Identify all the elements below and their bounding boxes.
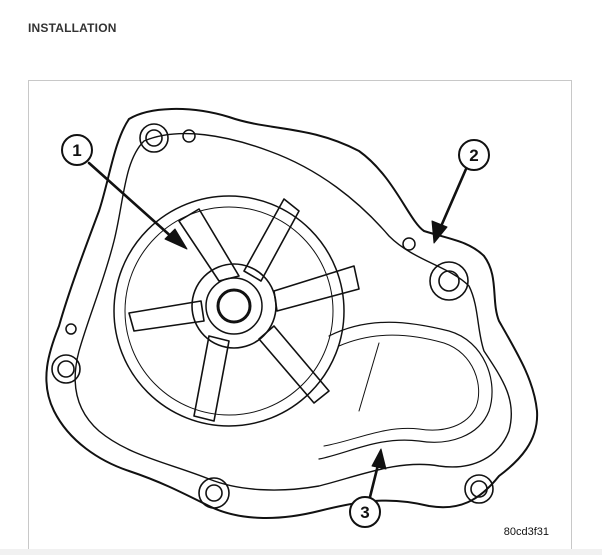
section-heading: INSTALLATION	[28, 21, 117, 35]
bolt-hole-top-left	[139, 123, 169, 153]
impeller-bore-inner	[124, 206, 334, 416]
callout-2: 2	[431, 139, 490, 244]
gasket-outline	[74, 132, 513, 491]
impeller-hub-shaft	[216, 288, 252, 324]
callout-3: 3	[349, 448, 387, 528]
impeller-bore-outer	[113, 195, 345, 427]
dowel-top	[182, 129, 196, 143]
impeller-hub-mid	[205, 277, 263, 335]
channel-seam	[358, 342, 380, 412]
bottom-scroll-strip	[0, 549, 602, 555]
bolt-hole-right	[429, 261, 469, 301]
bolt-hole-left	[51, 354, 81, 384]
water-pump-drawing: 1 2 3	[45, 107, 539, 528]
callout-1: 1	[61, 134, 188, 250]
water-pump-illustration: 1 2 3 80cd3f31	[28, 80, 572, 554]
bolt-hole-bottom-right	[464, 474, 494, 504]
outlet-channel	[318, 321, 493, 460]
figure-id-label: 80cd3f31	[503, 526, 549, 538]
bolt-hole-bottom-left	[198, 477, 230, 509]
impeller-hub-outer	[191, 263, 277, 349]
dowel-left	[65, 323, 77, 335]
callout-1-label: 1	[72, 141, 81, 160]
pump-housing-outline	[45, 107, 539, 519]
outlet-channel-inner	[323, 334, 480, 447]
callout-2-label: 2	[469, 146, 478, 165]
dowel-right	[402, 237, 416, 251]
impeller-vanes	[128, 198, 360, 422]
callout-3-label: 3	[360, 503, 369, 522]
